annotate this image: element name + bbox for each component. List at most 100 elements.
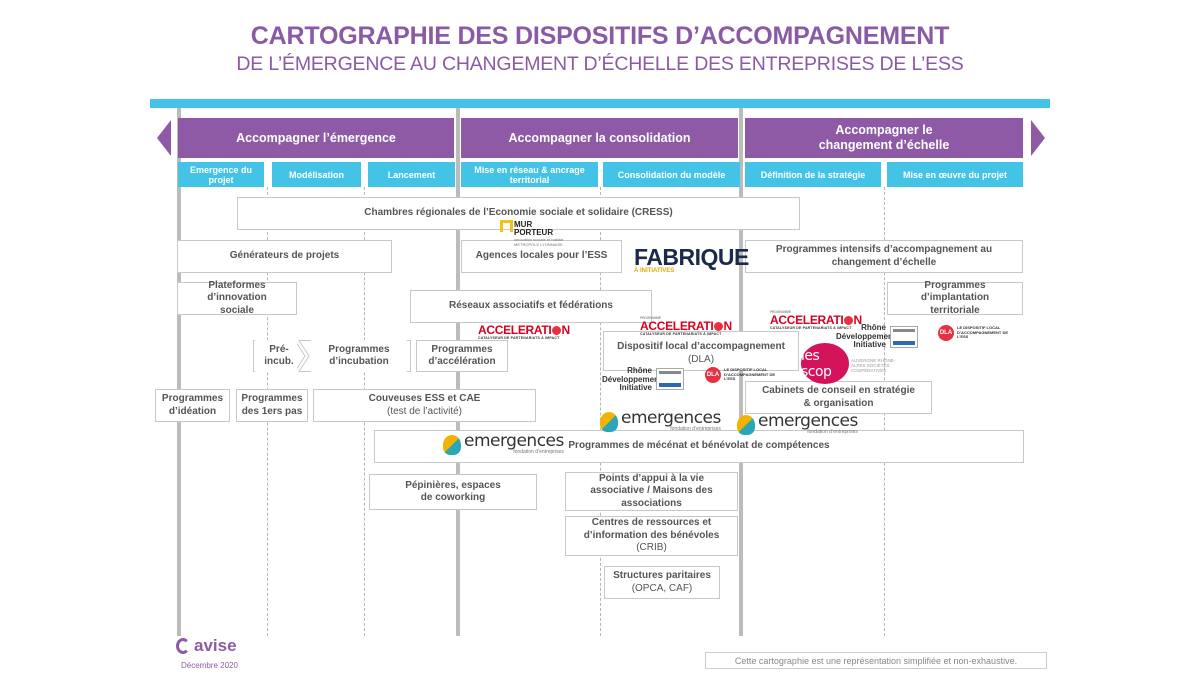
acceleration-text-end: N: [723, 319, 732, 333]
box-couveuses: Couveuses ESS et CAE(test de l’activité): [313, 389, 536, 422]
dla-logo-text: LE DISPOSITIF LOCAL D’ACCOMPAGNEMENT DE …: [957, 325, 1009, 340]
fabrique-text: FABRIQUE: [634, 244, 749, 270]
box-pre-incubation-group: Pré-incub. Programmes d’incubation: [253, 340, 411, 372]
mur-porteur-text: MUR PORTEUR: [514, 220, 554, 237]
dla-subtitle: (DLA): [687, 353, 715, 365]
rdi-logo-text: Rhône Développement Initiative: [602, 366, 662, 392]
dla-logo: DLA LE DISPOSITIF LOCAL D’ACCOMPAGNEMENT…: [938, 325, 1017, 341]
emergences-text: emergences: [758, 411, 858, 431]
emergences-icon: [737, 414, 755, 435]
acceleration-text: ACCELERATI: [640, 319, 714, 333]
acceleration-text-end: N: [853, 313, 862, 327]
emergences-sub: fondation d’entreprises: [807, 429, 858, 435]
target-icon: [844, 316, 854, 325]
box-pepinieres: Pépinières, espaces de coworking: [369, 474, 537, 510]
box-programmes-incubation: Programmes d’incubation: [311, 340, 407, 372]
acceleration-text-end: N: [561, 323, 570, 337]
stage-modelisation: Modélisation: [272, 162, 361, 187]
acceleration-logo: ACCELERATI N CATALYSEUR DE PARTENARIATS À…: [478, 324, 570, 340]
phase-emergence: Accompagner l’émergence: [178, 118, 454, 158]
box-programmes-ideation: Programmes d’idéation: [155, 389, 230, 422]
emergences-text: emergences: [464, 431, 564, 451]
stage-lancement: Lancement: [368, 162, 455, 187]
arrow-right-icon: [1031, 120, 1045, 156]
box-cress: Chambres régionales de l’Economie social…: [237, 197, 800, 230]
stage-mise-en-oeuvre: Mise en œuvre du projet: [887, 162, 1023, 187]
fabrique-sub: À INITIATIVES: [634, 268, 675, 274]
page-subtitle: DE L’ÉMERGENCE AU CHANGEMENT D’ÉCHELLE D…: [236, 53, 964, 75]
crib-subtitle: (CRIB): [636, 542, 667, 554]
box-agences-locales: Agences locales pour l’ESS: [461, 240, 622, 273]
acceleration-tagline: CATALYSEUR DE PARTENARIATS À IMPACT: [640, 332, 722, 336]
box-implantation-territoriale: Programmes d’implantation territoriale: [887, 280, 1023, 316]
paritaires-subtitle: (OPCA, CAF): [631, 582, 693, 594]
les-scop-logo: les scop: [801, 343, 849, 384]
footer-disclaimer: Cette cartographie est une représentatio…: [705, 652, 1047, 669]
target-icon: [552, 326, 562, 335]
box-reseaux-associatifs: Réseaux associatifs et fédérations: [410, 290, 652, 323]
mur-porteur-icon: [500, 220, 513, 232]
emergences-icon: [600, 411, 618, 432]
acceleration-logo: PROGRAMME ACCELERATI N CATALYSEUR DE PART…: [770, 310, 862, 330]
box-crib: Centres de ressources et d’information d…: [565, 516, 738, 556]
acceleration-tagline: CATALYSEUR DE PARTENARIATS À IMPACT: [478, 336, 560, 340]
emergences-sub: fondation d’entreprises: [513, 449, 564, 455]
avise-icon: [176, 638, 190, 654]
acceleration-tagline: CATALYSEUR DE PARTENARIATS À IMPACT: [770, 326, 852, 330]
couveuses-title: Couveuses ESS et CAE: [368, 393, 481, 404]
dla-title: Dispositif local d’accompagnement: [617, 341, 785, 352]
dla-logo: DLA LE DISPOSITIF LOCAL D’ACCOMPAGNEMENT…: [705, 367, 784, 383]
rdi-logo-icon: [656, 368, 684, 390]
box-generateurs-projets: Générateurs de projets: [177, 240, 392, 273]
box-plateformes-innovation: Plateformes d’innovation sociale: [177, 280, 297, 316]
stage-definition-strategie: Définition de la stratégie: [745, 162, 881, 187]
avise-logo: avise: [176, 636, 237, 656]
phase-divider-line: [177, 108, 181, 636]
phase-changement-echelle: Accompagner le changement d’échelle: [745, 118, 1023, 158]
phase-divider-line: [739, 108, 743, 636]
acceleration-text: ACCELERATI: [770, 313, 844, 327]
box-dla: Dispositif local d’accompagnement(DLA): [603, 331, 799, 371]
box-programmes-1ers-pas: Programmes des 1ers pas: [236, 389, 308, 422]
les-scop-sub: AUVERGNE RHÔNE-ALPES SOCIÉTÉS COOPÉRATIV…: [851, 358, 896, 373]
rdi-logo-text: Rhône Développement Initiative: [836, 323, 896, 349]
stage-mise-en-reseau: Mise en réseau & ancrage territorial: [461, 162, 598, 187]
box-programmes-acceleration: Programmes d’accélération: [416, 340, 508, 372]
box-structures-paritaires: Structures paritaires(OPCA, CAF): [604, 566, 720, 599]
couveuses-subtitle: (test de l’activité): [386, 405, 463, 417]
phase-consolidation: Accompagner la consolidation: [461, 118, 738, 158]
arrow-left-icon: [157, 120, 171, 156]
acceleration-prefix: PROGRAMME: [770, 310, 791, 314]
acceleration-text: ACCELERATI: [478, 323, 552, 337]
footer-date: Décembre 2020: [181, 661, 238, 670]
page-title: CARTOGRAPHIE DES DISPOSITIFS D’ACCOMPAGN…: [250, 22, 950, 50]
mur-porteur-sub: innovation sociale et habitat MÉTROPOLE …: [514, 237, 564, 247]
stage-emergence-projet: Emergence du projet: [178, 162, 264, 187]
header-divider-bar: [150, 99, 1050, 108]
dla-logo-icon: DLA: [938, 325, 954, 341]
box-points-appui: Points d’appui à la vie associative / Ma…: [565, 472, 738, 511]
emergences-text: emergences: [621, 408, 721, 428]
box-mecenat-benevolat: Programmes de mécénat et bénévolat de co…: [374, 430, 1024, 463]
dla-logo-icon: DLA: [705, 367, 721, 383]
avise-text: avise: [194, 636, 237, 655]
acceleration-prefix: PROGRAMME: [640, 316, 661, 320]
box-pre-incub: Pré-incub.: [255, 340, 297, 372]
rdi-logo-icon: [890, 326, 918, 348]
fabrique-initiatives-logo: FABRIQUE À INITIATIVES: [634, 246, 749, 275]
phase-divider-line: [456, 108, 460, 636]
emergences-sub: fondation d’entreprises: [670, 426, 721, 432]
crib-title: Centres de ressources et d’information d…: [583, 517, 720, 541]
dla-logo-text: LE DISPOSITIF LOCAL D’ACCOMPAGNEMENT DE …: [724, 367, 776, 382]
target-icon: [714, 322, 724, 331]
emergences-icon: [443, 434, 461, 455]
paritaires-title: Structures paritaires: [613, 570, 711, 581]
box-cabinets-conseil: Cabinets de conseil en stratégie & organ…: [745, 381, 932, 414]
stage-consolidation-modele: Consolidation du modèle: [603, 162, 740, 187]
acceleration-logo: PROGRAMME ACCELERATI N CATALYSEUR DE PART…: [640, 316, 732, 336]
box-programmes-intensifs: Programmes intensifs d’accompagnement au…: [745, 240, 1023, 273]
stage-divider-line: [600, 187, 601, 636]
